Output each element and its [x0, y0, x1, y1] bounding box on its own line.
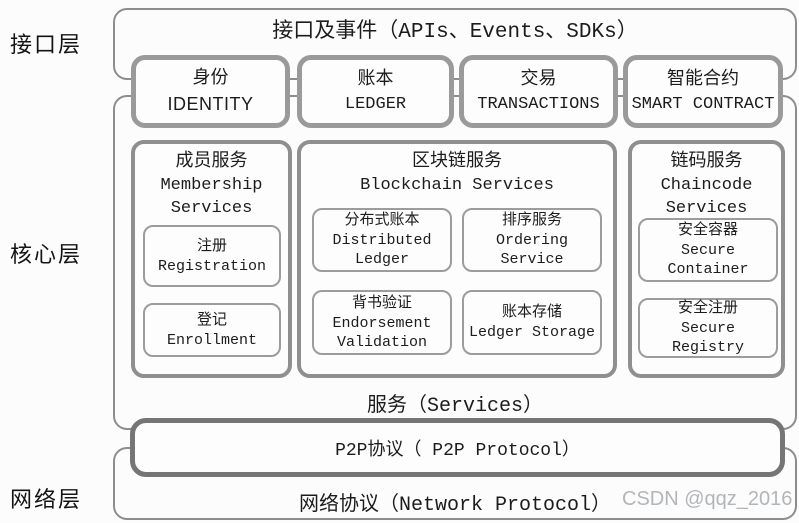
layer-label-core: 核心层 [10, 243, 83, 268]
p2p-protocol-box: P2P协议（ P2P Protocol） [130, 418, 785, 477]
smart-contract-label-zh: 智能合约 [667, 69, 739, 90]
membership-title-zh: 成员服务 [175, 152, 248, 172]
chaincode-services-group: 链码服务 Chaincode Services 安全容器 Secure Cont… [628, 140, 785, 378]
blockchain-title-en: Blockchain Services [360, 176, 554, 195]
secure-container-label-zh: 安全容器 [677, 222, 738, 239]
registration-box: 注册 Registration [143, 225, 281, 287]
interface-title: 接口及事件（APIs、Events、SDKs） [272, 21, 638, 44]
membership-services-group: 成员服务 Membership Services 注册 Registration… [131, 140, 292, 378]
identity-box: 身份 IDENTITY [131, 55, 290, 128]
identity-label-zh: 身份 [192, 69, 229, 89]
enrollment-label-zh: 登记 [196, 311, 227, 329]
ledger-storage-box: 账本存储 Ledger Storage [462, 290, 602, 355]
ordering-service-label-zh: 排序服务 [501, 212, 562, 229]
enrollment-box: 登记 Enrollment [143, 303, 281, 357]
transactions-label-zh: 交易 [520, 69, 557, 90]
network-protocol-caption: 网络协议（Network Protocol） [298, 494, 612, 517]
layer-label-network: 网络层 [10, 488, 83, 513]
ordering-service-label-en: Ordering Service [495, 232, 568, 268]
identity-label-en: IDENTITY [167, 94, 254, 114]
chaincode-title-zh: 链码服务 [670, 152, 743, 172]
endorsement-validation-box: 背书验证 Endorsement Validation [312, 290, 452, 355]
secure-registry-label-zh: 安全注册 [677, 300, 738, 317]
enrollment-label-en: Enrollment [166, 331, 257, 349]
registration-label-en: Registration [157, 257, 267, 275]
layer-label-interface: 接口层 [10, 33, 83, 58]
chaincode-title-en: Chaincode Services [660, 176, 753, 218]
ledger-storage-label-zh: 账本存储 [501, 304, 562, 321]
distributed-ledger-box: 分布式账本 Distributed Ledger [312, 208, 452, 272]
distributed-ledger-label-zh: 分布式账本 [344, 212, 420, 229]
ledger-storage-label-en: Ledger Storage [468, 324, 596, 341]
distributed-ledger-label-en: Distributed Ledger [332, 232, 432, 268]
secure-container-label-en: Secure Container [667, 242, 749, 278]
smart-contract-box: 智能合约 SMART CONTRACT [623, 55, 783, 128]
ledger-label-zh: 账本 [357, 69, 394, 90]
smart-contract-label-en: SMART CONTRACT [631, 94, 775, 114]
membership-title-en: Membership Services [160, 176, 263, 218]
registration-label-zh: 注册 [196, 237, 227, 255]
ordering-service-box: 排序服务 Ordering Service [462, 208, 602, 272]
blockchain-services-group: 区块链服务 Blockchain Services 分布式账本 Distribu… [297, 140, 617, 378]
endorsement-validation-label-zh: 背书验证 [351, 294, 412, 312]
p2p-protocol-caption: P2P协议（ P2P Protocol） [335, 440, 580, 461]
transactions-label-en: TRANSACTIONS [477, 94, 600, 114]
transactions-box: 交易 TRANSACTIONS [459, 55, 618, 128]
watermark: CSDN @qqz_2016 [622, 488, 793, 510]
secure-registry-box: 安全注册 Secure Registry [638, 298, 778, 358]
blockchain-title-zh: 区块链服务 [412, 152, 502, 172]
services-caption: 服务（Services） [366, 395, 543, 418]
ledger-box: 账本 LEDGER [297, 55, 454, 128]
secure-registry-label-en: Secure Registry [671, 320, 744, 356]
ledger-label-en: LEDGER [344, 94, 407, 114]
interface-layer-box [113, 8, 797, 80]
secure-container-box: 安全容器 Secure Container [638, 218, 778, 282]
endorsement-validation-label-en: Endorsement Validation [332, 314, 432, 351]
